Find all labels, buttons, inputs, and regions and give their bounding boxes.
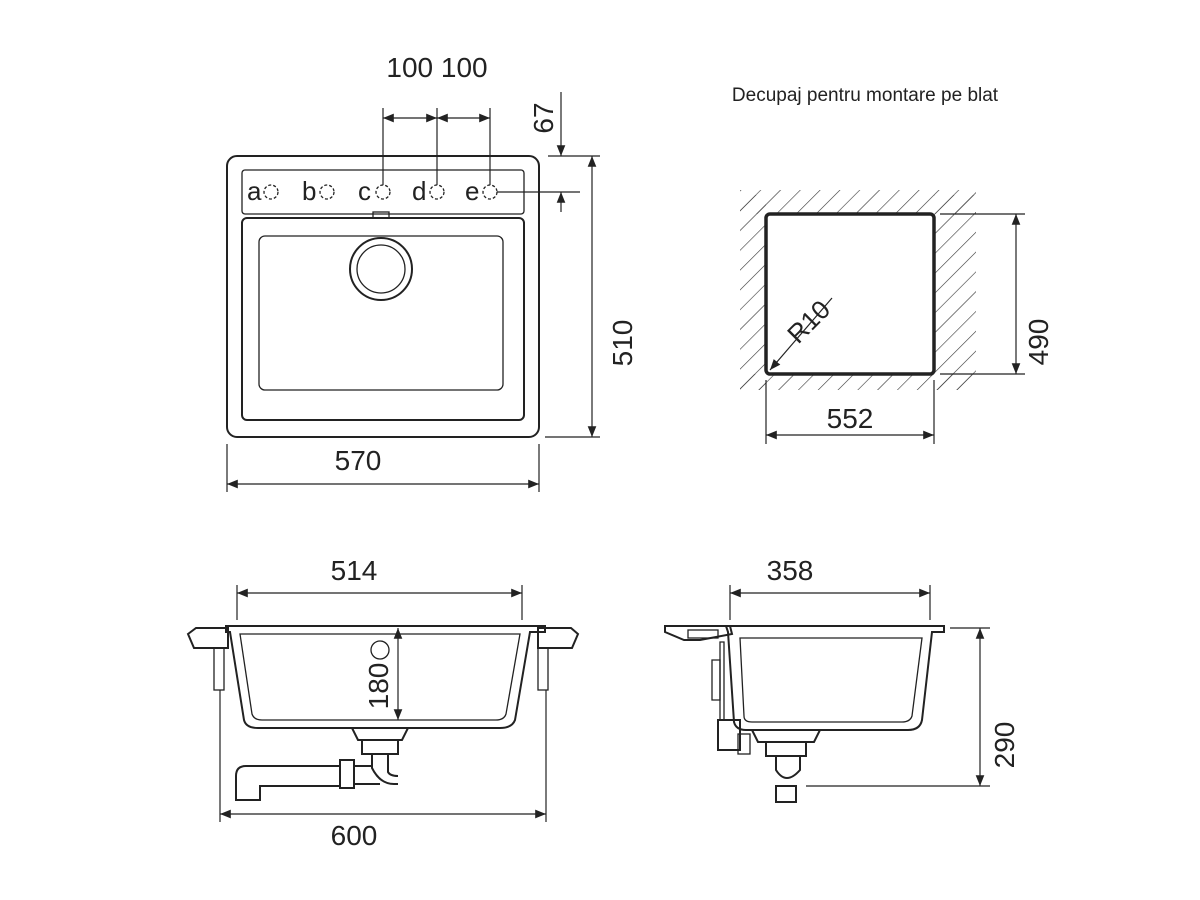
side-bowl-outer [724,625,945,731]
cutout-width-dimension: 552 [765,380,935,444]
width-label: 570 [335,445,382,476]
offset-dimension: 67 [497,92,600,212]
cutout-view: Decupaj pentru montare pe blat R10 490 5… [732,85,1054,444]
drain-inner [356,244,406,294]
offset-label: 67 [528,102,559,133]
outer-width-label: 600 [331,820,378,851]
inner-width-label: 514 [331,555,378,586]
depth-label: 180 [363,663,394,710]
cutout-height-label: 490 [1023,319,1054,366]
outer-width-dimension: 600 [219,690,547,851]
side-height-dimension: 290 [806,627,1020,787]
side-drain [750,729,822,803]
tap-hole-label-a: a [247,176,262,206]
tap-hole-e [482,184,498,200]
countertop-hatching [740,190,976,390]
cabinet-right [537,647,549,691]
bowl-inner [258,235,504,391]
inner-width-dimension: 514 [236,555,523,620]
side-deck-insert [687,629,719,639]
side-section-view: 358 290 [664,555,1020,803]
countertop-left [186,627,229,649]
tap-hole-label-c: c [358,176,371,206]
tap-hole-label-e: e [465,176,479,206]
depth-symbol [370,640,390,660]
tap-hole-d [429,184,445,200]
side-height-label: 290 [989,722,1020,769]
overflow-pipe [711,641,751,755]
bowl-section-inner [239,633,521,721]
height-label: 510 [607,320,638,367]
tap-hole-a [263,184,279,200]
tap-hole-row: a b c d e [247,176,498,206]
top-view: a b c d e 100 100 67 [226,52,638,492]
front-section-view: 514 180 [186,555,580,851]
tap-hole-c [375,184,391,200]
cutout-height-dimension: 490 [940,213,1054,375]
width-dimension: 570 [226,444,540,492]
cutout-note: Decupaj pentru montare pe blat [732,85,999,106]
cabinet-left [213,647,225,691]
depth-dimension: 180 [363,628,403,720]
tap-hole-label-d: d [412,176,426,206]
drain-outer [349,237,413,301]
bowl-section-outer [225,625,546,729]
hole-spacing-dimension: 100 100 [382,52,491,185]
side-width-dimension: 358 [729,555,931,620]
tap-hole-b [319,184,335,200]
side-width-label: 358 [767,555,814,586]
overflow-slot [372,211,390,219]
countertop-right [537,627,580,649]
hole-spacing-label: 100 100 [386,52,487,83]
drain-siphon [235,727,410,801]
radius-dimension: R10 [769,294,836,371]
cutout-opening [764,212,936,376]
height-dimension: 510 [545,156,638,438]
tap-hole-label-b: b [302,176,316,206]
cutout-width-label: 552 [827,403,874,434]
side-bowl-inner [739,637,923,723]
